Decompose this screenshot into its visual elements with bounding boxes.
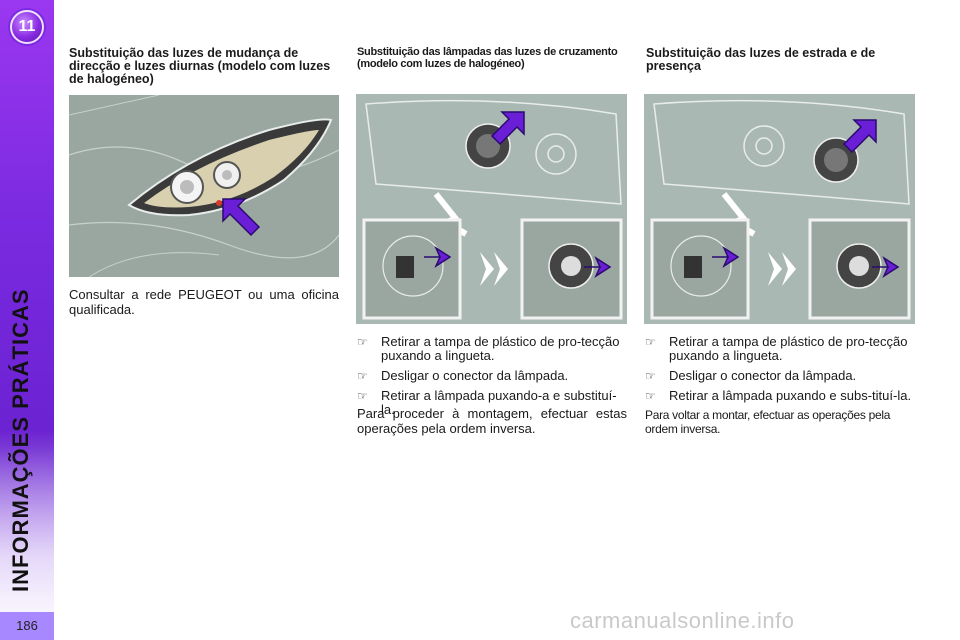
arrow-pointer-icon xyxy=(712,246,740,268)
dipped-beam-title: Substituição das lâmpadas das luzes de c… xyxy=(357,46,618,70)
finger-pointing-icon: ☞ xyxy=(645,335,656,349)
finger-pointing-icon: ☞ xyxy=(357,369,368,383)
consult-dealer-text: Consultar a rede PEUGEOT ou uma oficina … xyxy=(69,287,339,317)
arrow-pointer-icon xyxy=(424,246,452,268)
finger-pointing-icon: ☞ xyxy=(645,369,656,383)
reassembly-note: Para voltar a montar, efectuar as operaç… xyxy=(645,408,891,436)
list-item: ☞ Retirar a lâmpada puxando e subs-tituí-… xyxy=(645,388,915,404)
list-item: ☞ Retirar a tampa de plástico de pro-tecç… xyxy=(357,335,627,363)
finger-pointing-icon: ☞ xyxy=(645,389,656,403)
dipped-beam-steps: ☞ Retirar a tampa de plástico de pro-tecç… xyxy=(357,335,627,423)
step-text: Desligar o conector da lâmpada. xyxy=(669,368,857,383)
turn-signal-drl-title: Substituição das luzes de mudança de dir… xyxy=(69,46,331,86)
list-item: ☞ Desligar o conector da lâmpada. xyxy=(357,368,627,384)
main-beam-sidelamp-title: Substituição das luzes de estrada e de p… xyxy=(646,46,876,73)
main-beam-steps: ☞ Retirar a tampa de plástico de pro-tecç… xyxy=(645,335,915,409)
step-text: Retirar a tampa de plástico de pro-tecçã… xyxy=(669,334,908,363)
finger-pointing-icon: ☞ xyxy=(357,335,368,349)
list-item: ☞ Desligar o conector da lâmpada. xyxy=(645,368,915,384)
dipped-beam-diagram xyxy=(356,94,627,324)
arrow-pointer-icon xyxy=(222,198,261,237)
main-beam-diagram xyxy=(644,94,915,324)
list-item: ☞ Retirar a tampa de plástico de pro-tecç… xyxy=(645,335,915,363)
arrow-pointer-icon xyxy=(842,119,877,154)
sidebar-fade xyxy=(0,430,54,640)
list-item: ☞ Retirar a lâmpada puxando-a e substituí… xyxy=(357,389,627,417)
step-text: Desligar o conector da lâmpada. xyxy=(381,368,569,383)
arrow-pointer-icon xyxy=(872,256,900,278)
step-text: Retirar a tampa de plástico de pro-tecçã… xyxy=(381,334,620,363)
arrow-pointer-icon xyxy=(490,111,525,146)
section-title: INFORMAÇÕES PRÁTICAS xyxy=(8,288,33,592)
arrow-pointer-icon xyxy=(584,256,612,278)
page-number: 186 xyxy=(0,612,54,640)
step-text: Retirar a lâmpada puxando e subs-tituí-l… xyxy=(669,388,912,403)
reassembly-note: Para proceder à montagem, efectuar estas… xyxy=(357,406,627,436)
watermark: carmanualsonline.info xyxy=(570,608,795,633)
step-text: Retirar a lâmpada puxando-a e substituí-… xyxy=(381,388,617,417)
chapter-number-badge: 11 xyxy=(10,10,44,44)
headlamp-photo xyxy=(69,95,339,277)
finger-pointing-icon: ☞ xyxy=(357,389,368,403)
